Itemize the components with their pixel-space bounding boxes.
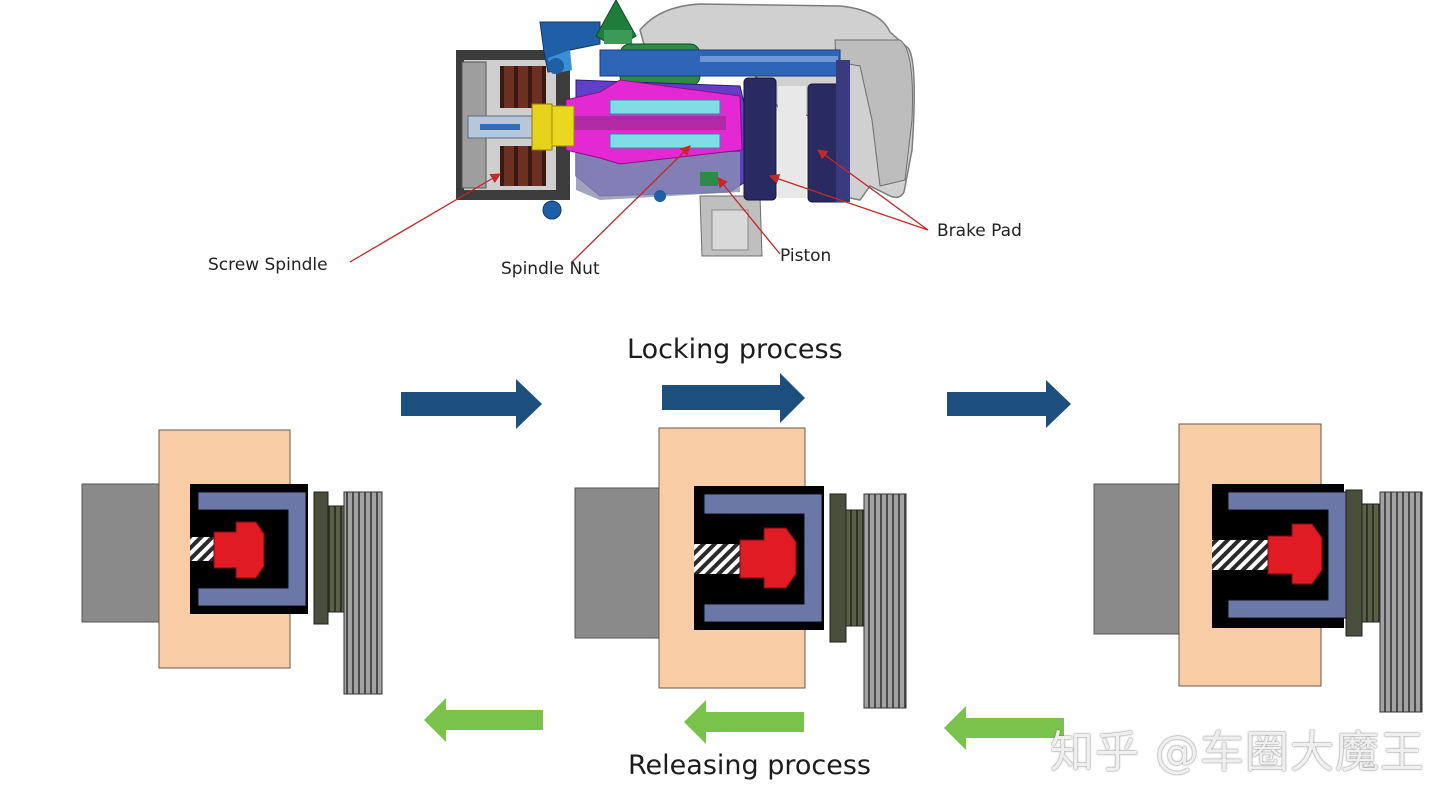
watermark: 知乎 @车圈大魔王 (1050, 727, 1425, 778)
arrow-right-icon (662, 373, 805, 423)
callout-line-spindle-nut (571, 145, 691, 263)
motor-shaft-blue (480, 124, 520, 130)
disc-gap (778, 86, 806, 198)
brake-pad-outer-frame (836, 60, 850, 202)
callout-line-piston (717, 176, 781, 255)
blue-pipe (599, 49, 841, 77)
blue-pipe-highlight (700, 56, 838, 62)
arrow-right-icon (401, 379, 542, 429)
label-brake-pad: Brake Pad (937, 221, 1022, 241)
lock-arrows (401, 373, 1071, 429)
stage-intermediate (574, 427, 907, 709)
motor-coils-bottom (500, 146, 546, 186)
screw-spindle (694, 544, 740, 574)
caliper-arm (834, 39, 913, 187)
stage-released (81, 429, 383, 695)
brake-disc (863, 493, 907, 709)
motor-center-gear (531, 103, 553, 151)
inner-pad-friction (1361, 503, 1381, 623)
callout-line-brake-pad-a (768, 174, 929, 231)
inner-pad-friction (845, 509, 865, 627)
arrow-left-icon (944, 706, 1064, 750)
spindle-nut (1267, 523, 1323, 585)
caliper-cross-section (456, 0, 915, 257)
inner-pad-backing (1345, 489, 1363, 637)
arrow-left-icon (684, 700, 804, 744)
label-releasing-process: Releasing process (628, 750, 871, 781)
piston-cup (703, 493, 823, 623)
green-seal (700, 172, 718, 186)
caliper-bracket-inner (711, 209, 749, 251)
brake-disc (343, 491, 383, 695)
screw-thread-core (566, 116, 726, 130)
label-screw-spindle: Screw Spindle (208, 255, 328, 275)
motor-block (81, 483, 161, 623)
green-fitting-base (604, 30, 632, 44)
arrow-left-icon (424, 698, 543, 742)
callout-line-brake-pad-b (816, 149, 929, 231)
release-arrows (424, 698, 1064, 750)
motor-block (574, 487, 661, 639)
bolt-bottom (542, 200, 562, 220)
inner-pad-backing (829, 493, 847, 643)
spindle-nut (213, 521, 265, 579)
spindle-nut (739, 527, 797, 589)
motor-block (1093, 483, 1181, 635)
stage-locked (1093, 423, 1423, 713)
brake-disc (1379, 491, 1423, 713)
callout-lines (349, 145, 929, 263)
label-piston: Piston (780, 246, 832, 266)
bolt-top (548, 58, 564, 74)
arrow-right-icon (947, 380, 1071, 428)
screw-spindle (1212, 540, 1268, 570)
callout-line-screw-spindle (349, 173, 502, 263)
inner-pad-friction (327, 505, 345, 613)
spindle-cyan-lower (609, 133, 721, 149)
bolt-lower-mid (654, 190, 666, 202)
inner-pad-backing (313, 491, 329, 625)
motor-coils-top (500, 66, 546, 108)
piston-cup (197, 491, 307, 607)
yellow-thread (551, 105, 575, 147)
spindle-cyan-upper (609, 99, 721, 115)
screw-spindle (190, 537, 214, 561)
label-locking-process: Locking process (627, 334, 843, 365)
brake-pad-inner (743, 77, 777, 201)
label-spindle-nut: Spindle Nut (501, 259, 600, 279)
